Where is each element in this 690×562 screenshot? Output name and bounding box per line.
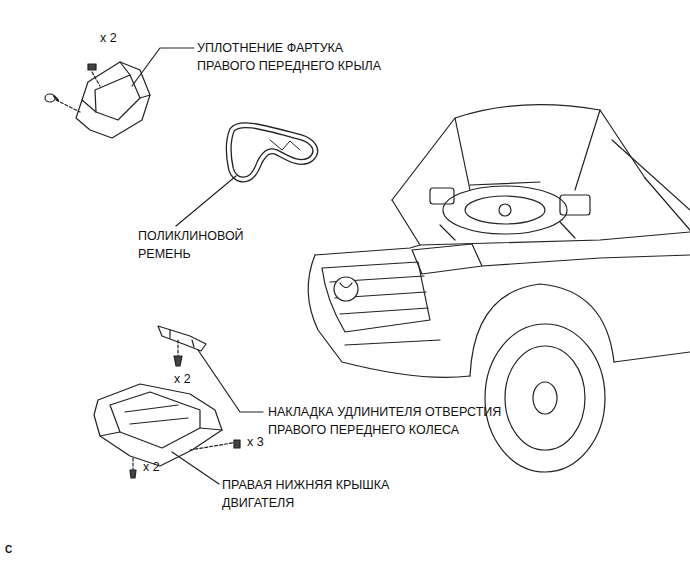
under-cover-illustration bbox=[94, 384, 240, 484]
part-label: ПРАВАЯ НИЖНЯЯ КРЫШКА ДВИГАТЕЛЯ bbox=[222, 476, 407, 512]
figure-code: C bbox=[5, 544, 12, 556]
part-label: ПОЛИКЛИНОВОЙ РЕМЕНЬ bbox=[138, 227, 258, 263]
bolt-count: x 2 bbox=[143, 458, 160, 476]
bolt-count: x 2 bbox=[100, 29, 117, 47]
part-label: УПЛОТНЕНИЕ ФАРТУКА ПРАВОГО ПЕРЕДНЕГО КРЫ… bbox=[197, 39, 385, 75]
part-label: НАКЛАДКА УДЛИНИТЕЛЯ ОТВЕРСТИЯ ПРАВОГО ПЕ… bbox=[268, 403, 543, 439]
leader-line bbox=[176, 176, 236, 226]
bolt-count: x 3 bbox=[247, 433, 264, 451]
bolt-count: x 2 bbox=[174, 370, 191, 388]
belt-illustration bbox=[229, 125, 315, 179]
fender-seal-illustration bbox=[45, 48, 194, 138]
